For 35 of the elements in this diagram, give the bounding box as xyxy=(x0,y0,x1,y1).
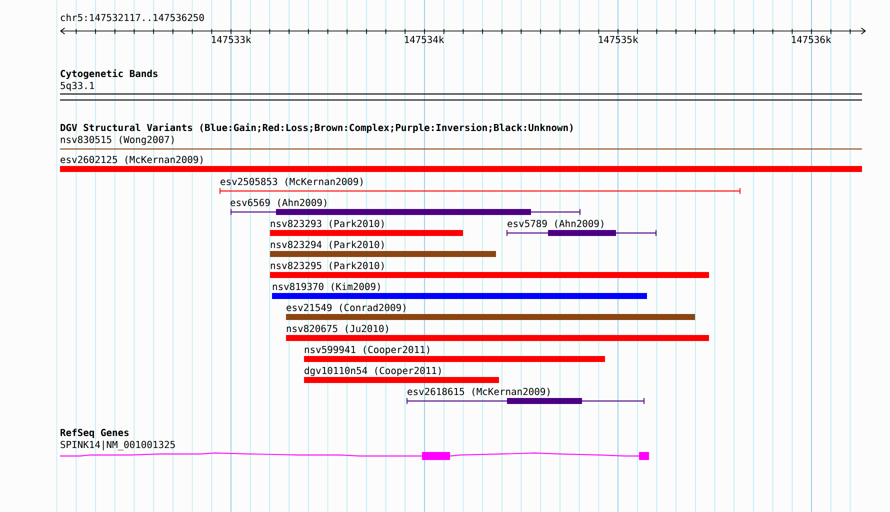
node-label: nsv819370 (Kim2009) xyxy=(272,282,380,292)
variant-bar: nsv823294 (Park2010) xyxy=(270,240,496,257)
variant-bar: esv6569 (Ahn2009) xyxy=(230,198,580,216)
tick-label: 147535k xyxy=(598,36,638,44)
variant-line: nsv830515 (Wong2007) xyxy=(60,136,862,150)
variant-bar: nsv599941 (Cooper2011) xyxy=(304,346,605,362)
gene-track: SPINK14|NM_001001325 xyxy=(60,440,649,460)
variant-bar: esv21549 (Conrad2009) xyxy=(286,304,695,320)
node-label: esv6569 (Ahn2009) xyxy=(230,198,326,208)
variant-bar: esv5789 (Ahn2009) xyxy=(506,220,656,236)
variant-bar: nsv819370 (Kim2009) xyxy=(272,282,647,299)
variant-bar: nsv823293 (Park2010) xyxy=(270,220,463,236)
track-title: Cytogenetic Bands xyxy=(60,69,158,79)
variant-bar: esv2602125 (McKernan2009) xyxy=(60,156,862,172)
node-label: SPINK14|NM_001001325 xyxy=(60,440,175,450)
variant-bar: esv2618615 (McKernan2009) xyxy=(406,388,644,404)
node-label: nsv599941 (Cooper2011) xyxy=(304,346,430,355)
tick-label: 147534k xyxy=(404,36,444,44)
node-label: esv2618615 (McKernan2009) xyxy=(408,388,550,396)
band-label: 5q33.1 xyxy=(60,82,94,91)
variant-bar: dgv10110n54 (Cooper2011) xyxy=(304,366,499,383)
tick-label: 147533k xyxy=(212,36,252,44)
tick-label: 147536k xyxy=(792,36,832,44)
variant-bar: nsv820675 (Ju2010) xyxy=(286,324,709,341)
node-label: nsv823295 (Park2010) xyxy=(270,262,384,270)
node-label: nsv823294 (Park2010) xyxy=(270,240,384,250)
node-label: dgv10110n54 (Cooper2011) xyxy=(304,366,441,376)
variant-bar: esv2505853 (McKernan2009) xyxy=(220,178,740,194)
node-label: esv2602125 (McKernan2009) xyxy=(60,156,202,164)
variant-bar: nsv823295 (Park2010) xyxy=(270,262,709,278)
node-label: esv5789 (Ahn2009) xyxy=(508,220,604,228)
node-label: nsv820675 (Ju2010) xyxy=(286,324,388,334)
node-label: nsv823293 (Park2010) xyxy=(270,220,384,228)
node-label: esv21549 (Conrad2009) xyxy=(286,304,406,312)
locus-label: chr5:147532117..147536250 xyxy=(60,14,204,22)
